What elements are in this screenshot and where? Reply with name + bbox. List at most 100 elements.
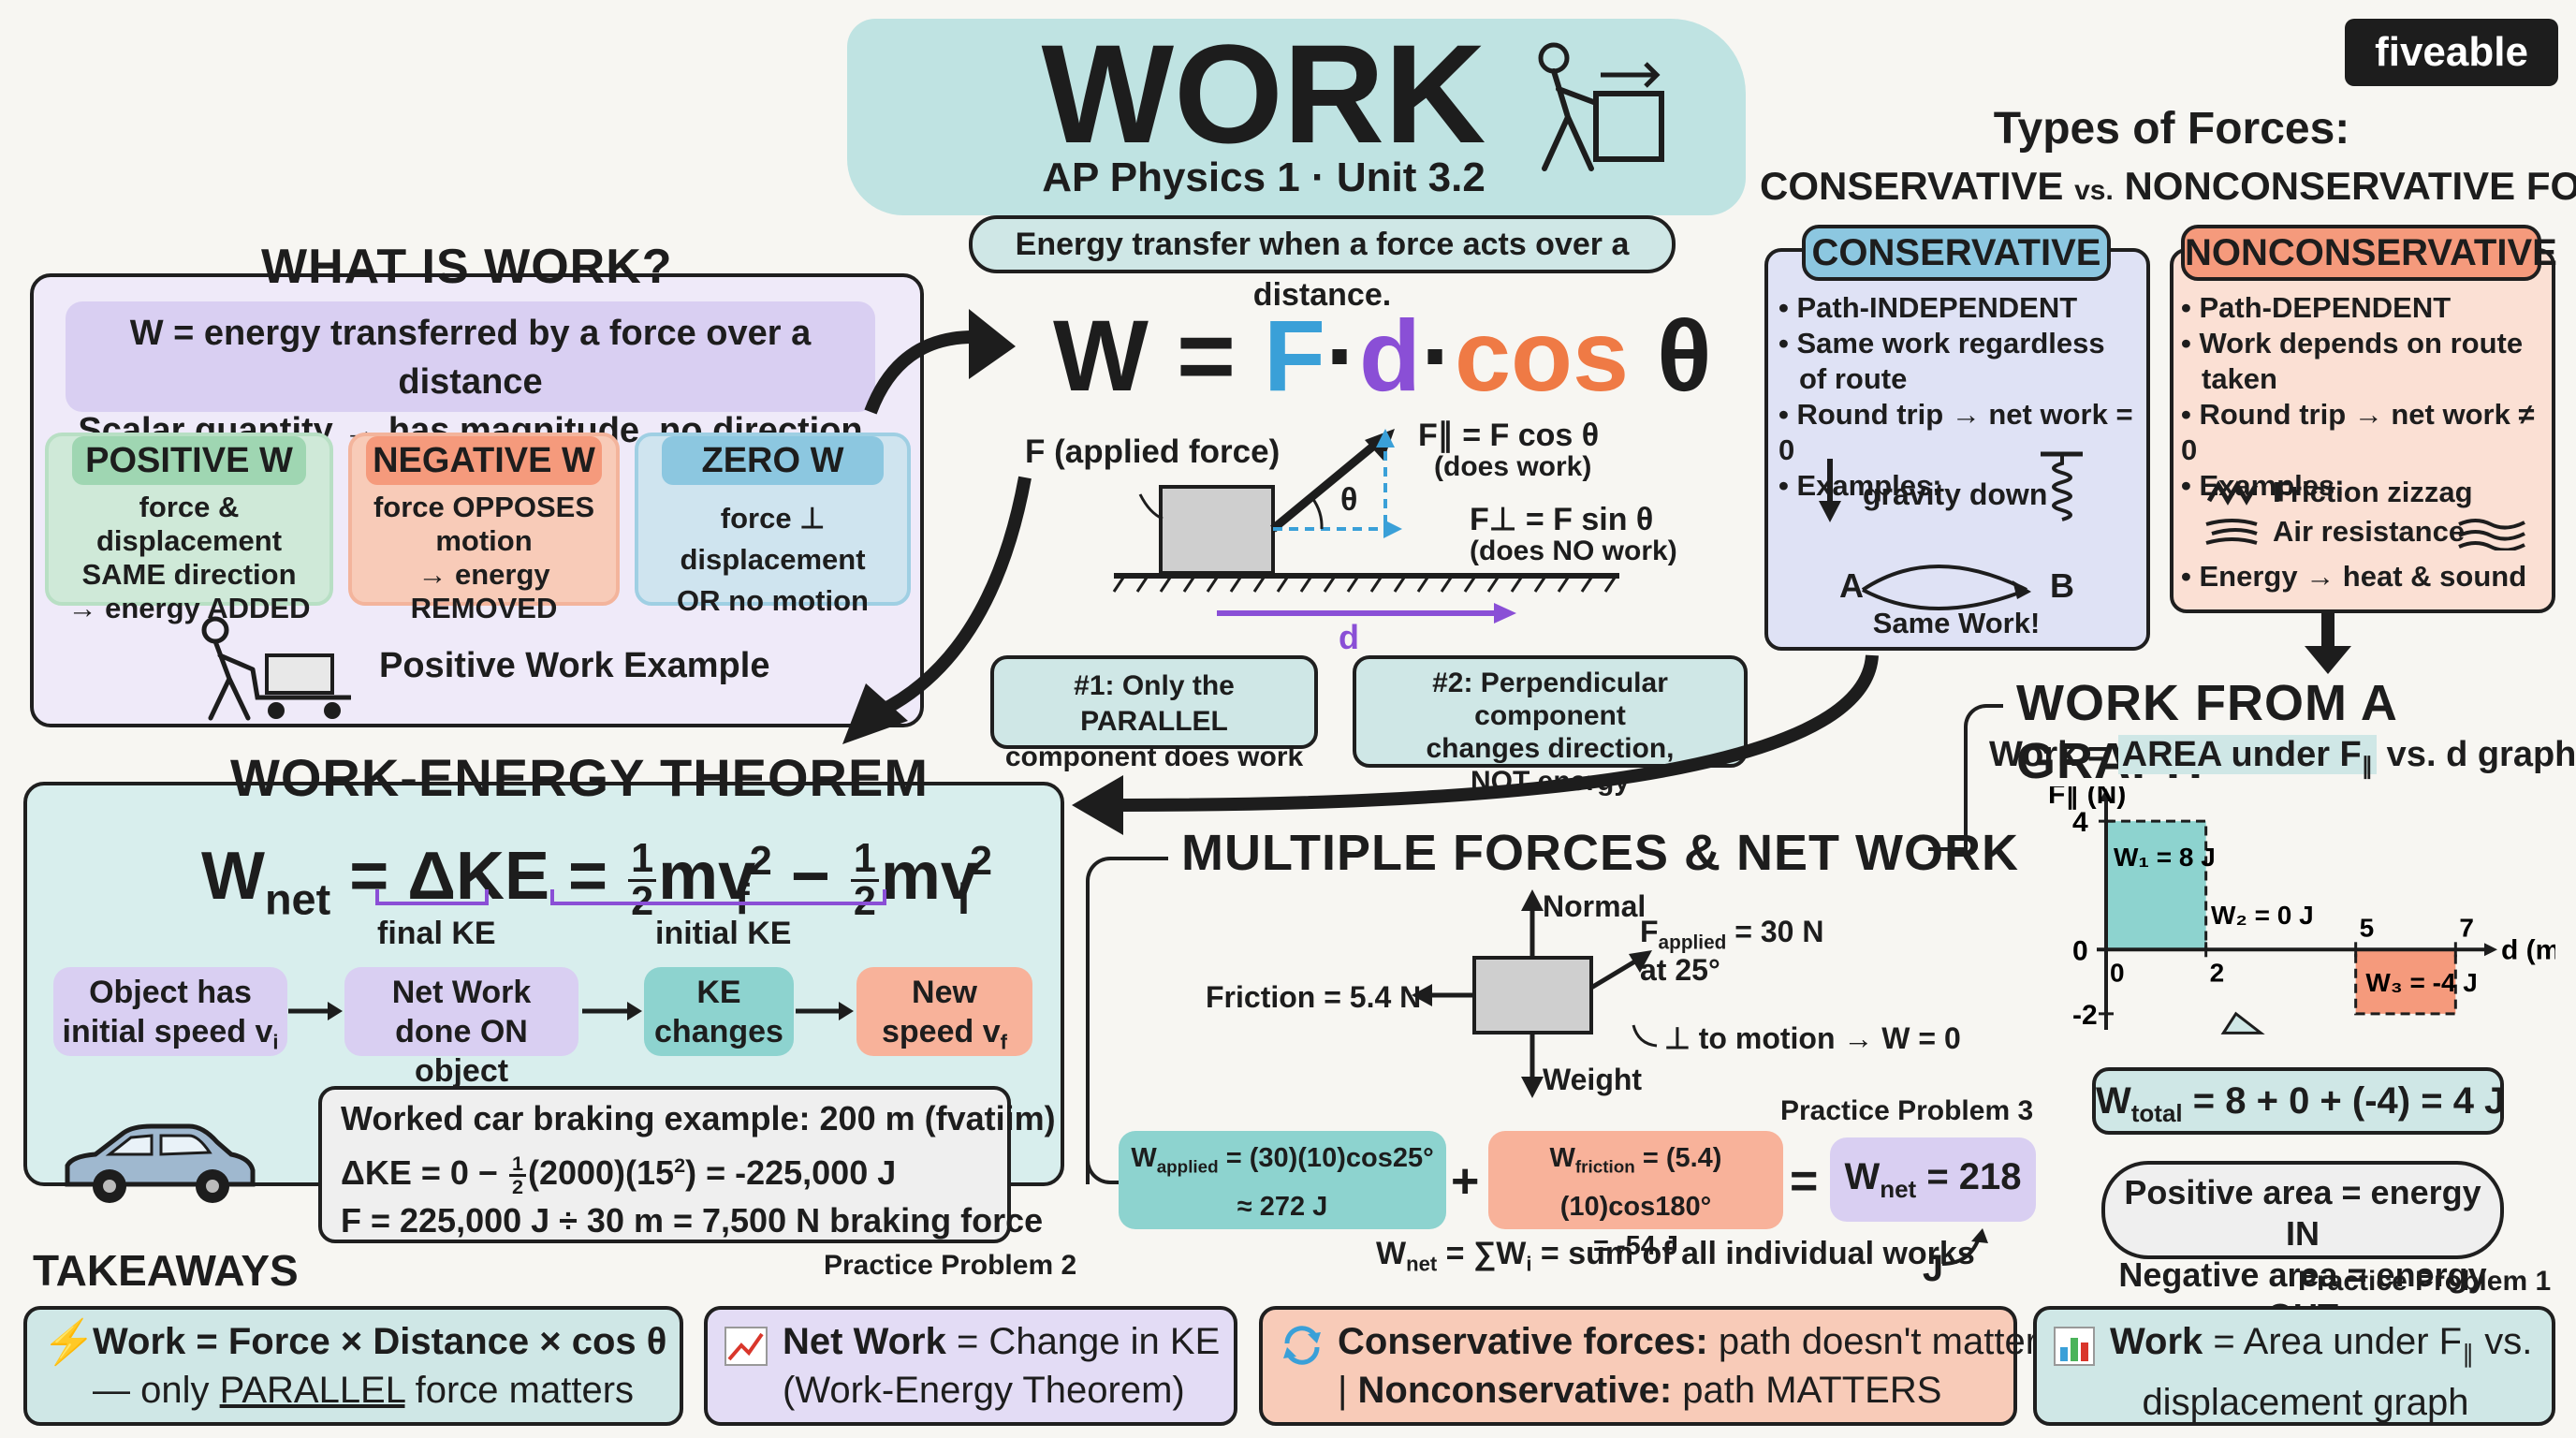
equals-sign: = [1790, 1154, 1819, 1209]
types-heading-noncons: NONCONSERVATIVE FORCES [2124, 164, 2576, 208]
y-axis-arrow [2100, 788, 2113, 801]
work-applied-box: Wapplied = (30)(10)cos25° ≈ 272 J [1119, 1131, 1446, 1229]
noncons-bullet-5: • Energy → heat & sound [2181, 560, 2527, 593]
x-tick-label: 0 [2110, 958, 2125, 987]
lightning-icon: ⚡ [42, 1317, 96, 1366]
work-formula: W = F·d·cos θ [1053, 300, 1711, 412]
cycle-arrows-icon [1283, 1326, 1321, 1365]
brand-logo: fiveable [2345, 19, 2558, 86]
nonconservative-title: NONCONSERVATIVE [2181, 225, 2557, 281]
positive-work-example-label: Positive Work Example [379, 646, 770, 685]
perpendicular-callout: #2: Perpendicular component changes dire… [1353, 655, 1748, 797]
formula-equals: = [1176, 299, 1237, 412]
positive-work-line1: force & displacement [95, 491, 283, 557]
cons-bullet-2: • Same work regardless [1778, 327, 2105, 360]
types-heading-vs: vs. [2074, 175, 2114, 206]
y-axis-label: F∥ (N) [2048, 786, 2126, 810]
w1-label: W₁ = 8 J [2114, 843, 2216, 872]
negative-work-card: NEGATIVE W force OPPOSES motion → energy… [348, 433, 620, 624]
zero-work-line2: OR no motion [677, 584, 869, 617]
angle-theta-label: θ [1340, 482, 1358, 518]
definition-box: W = energy transferred by a force over a… [66, 301, 875, 450]
parallel-component-label: F∥ = F cos θ [1418, 418, 1600, 453]
takeaway-1: ⚡ Work = Force × Distance × cos θ — only… [23, 1306, 683, 1426]
formula-cos: cos [1454, 299, 1630, 412]
definition-line-1: W = energy transferred by a force over a… [129, 314, 812, 402]
work-friction-box: Wfriction = (5.4)(10)cos180° = -54 J [1488, 1131, 1783, 1261]
example-line-3: F = 225,000 J ÷ 30 m = 7,500 N braking f… [341, 1200, 1044, 1240]
graph-frame-hook [1928, 847, 1968, 851]
friction-zigzag-icon [2207, 480, 2259, 506]
page-subtitle: AP Physics 1 · Unit 3.2 [1042, 154, 1486, 200]
conservative-title: CONSERVATIVE [1802, 225, 2111, 281]
negative-work-line2: motion [435, 524, 533, 557]
flow-step-3: KE changes [644, 967, 794, 1056]
displacement-d-label: d [1339, 618, 1359, 656]
initial-ke-label: initial KE [655, 916, 792, 951]
work-net-box: Wnet = 218 J [1830, 1137, 2036, 1289]
practice-problem-2: Practice Problem 2 [824, 1250, 1077, 1281]
perpendicular-note: ⊥ to motion → W = 0 [1664, 1021, 1961, 1055]
practice-problem-3: Practice Problem 3 [1780, 1095, 2034, 1126]
what-is-work-heading: WHAT IS WORK? [261, 240, 673, 294]
point-b-label: B [2050, 566, 2074, 605]
area-sign-box: Positive area = energy IN Negative area … [2101, 1161, 2504, 1335]
cons-bullet-4: • Examples: [1778, 469, 1942, 502]
parallel-callout-text: #1: Only the PARALLEL component does wor… [1004, 670, 1304, 772]
w2-label: W₂ = 0 J [2211, 901, 2314, 930]
plus-sign: + [1451, 1154, 1480, 1209]
takeaways-heading: TAKEAWAYS [33, 1246, 299, 1295]
friction-force-label: Friction = 5.4 N [1206, 980, 1422, 1014]
formula-dot-1: · [1325, 299, 1359, 412]
takeaway-4: Work = Area under F∥ vs. displacement gr… [2033, 1306, 2555, 1426]
ke-brackets [375, 889, 886, 905]
sum-arrow [1941, 1228, 1988, 1266]
conservative-bullets: • Path-INDEPENDENT • Same work regardles… [1778, 290, 2144, 504]
formula-dot-2: · [1420, 299, 1455, 412]
flow-step-1: Object has initial speed vi [53, 967, 287, 1056]
x-axis-label: d (m) [2501, 934, 2555, 965]
formula-f: F [1264, 299, 1326, 412]
work-energy-heading: WORK-ENERGY THEOREM [230, 748, 929, 807]
trend-chart-icon [724, 1327, 768, 1366]
perpendicular-component-note: (does NO work) [1470, 536, 1677, 566]
types-heading-2: CONSERVATIVE vs. NONCONSERVATIVE FORCES [1760, 164, 2576, 209]
nonconservative-bullets: • Path-DEPENDENT • Work depends on route… [2181, 290, 2551, 504]
same-work-label: Same Work! [1872, 607, 2041, 639]
final-ke-label: final KE [377, 916, 496, 951]
net-work-heading: MULTIPLE FORCES & NET WORK [1168, 824, 2032, 882]
net-work-frame-bottom [1086, 936, 1123, 1184]
takeaway-3: Conservative forces: path doesn't matter… [1259, 1306, 2038, 1426]
perpendicular-callout-line2: changes direction, [1426, 733, 1675, 764]
formula-d: d [1359, 299, 1421, 412]
takeaway-2: Net Work = Change in KE (Work-Energy The… [704, 1306, 1237, 1426]
parallel-callout: #1: Only the PARALLEL component does wor… [990, 655, 1318, 772]
gravity-down-label: gravity down [1863, 477, 2048, 511]
parallel-component-note: (does work) [1434, 451, 1592, 482]
brand-name: fiveable [2375, 29, 2528, 75]
normal-force-label: Normal [1543, 889, 1647, 923]
wind-waves-icon [2458, 519, 2525, 550]
perpendicular-component-label: F⊥ = F sin θ [1470, 502, 1654, 537]
applied-force-value: Fapplied = 30 N [1640, 915, 1824, 954]
graph-subheading: Work = AREA under F∥ vs. d graph [1989, 735, 2576, 780]
y-tick-label: 0 [2072, 935, 2088, 966]
total-work-box: Wtotal = 8 + 0 + (-4) = 4 J [2092, 1067, 2505, 1135]
applied-force-label: F (applied force) [1025, 433, 1281, 470]
cons-bullet-3: • Round trip → net work = 0 [1778, 398, 2133, 466]
noncons-bullet-1: • Path-DEPENDENT [2181, 291, 2452, 324]
cons-bullet-1: • Path-INDEPENDENT [1778, 291, 2078, 324]
graph-frame [1964, 704, 2006, 854]
tagline-bubble: Energy transfer when a force acts over a… [969, 215, 1676, 313]
net-work-sum-note: Wnet = ∑Wi = sum of all individual works [1376, 1236, 1975, 1276]
y-tick-label: -2 [2072, 1000, 2098, 1031]
friction-example-label: Friction zizzag [2273, 476, 2473, 508]
types-heading-1: Types of Forces: [1993, 104, 2350, 154]
x-axis-arrow [2484, 943, 2497, 957]
x-tick-label: 5 [2360, 913, 2375, 942]
perpendicular-callout-line1: #2: Perpendicular component [1432, 668, 1668, 731]
noncons-bullet-3: • Round trip → net work ≠ 0 [2181, 398, 2535, 466]
